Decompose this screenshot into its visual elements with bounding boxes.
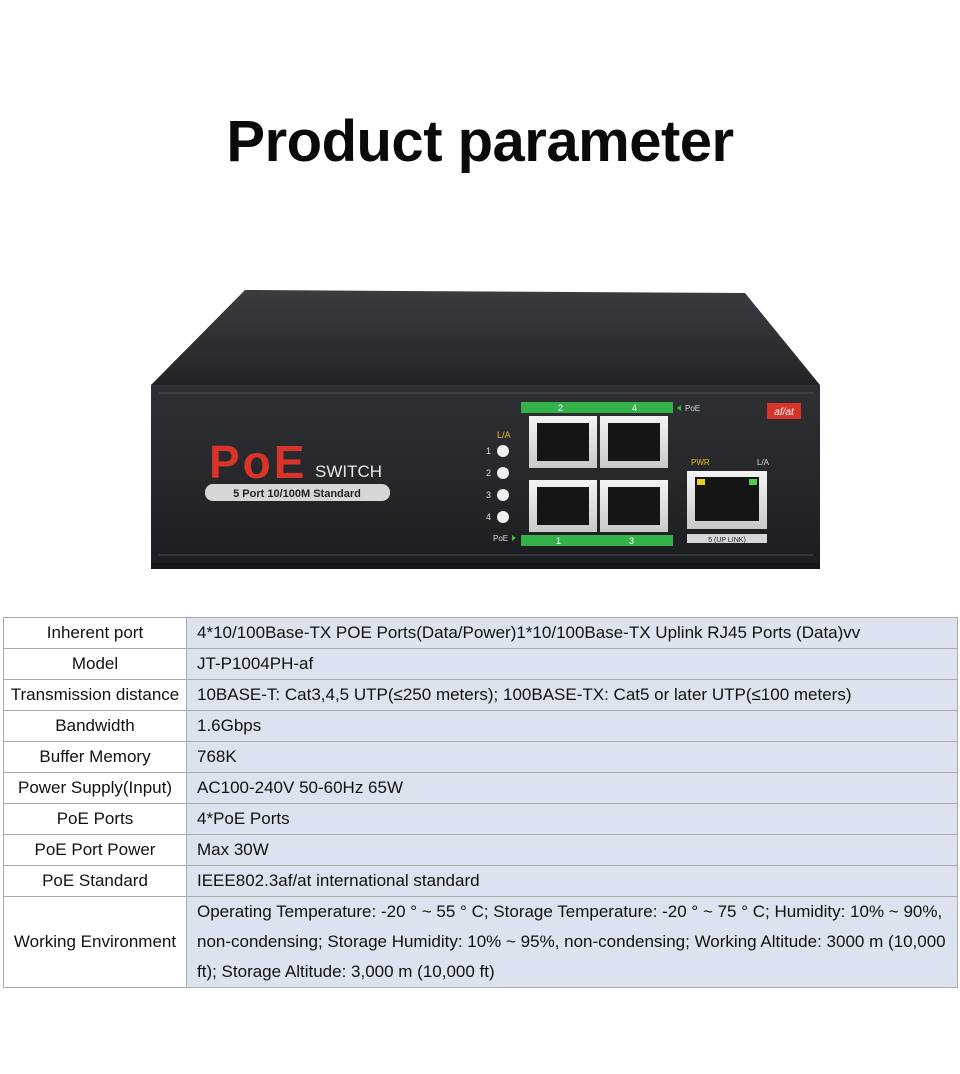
pwr-label: PWR bbox=[691, 458, 710, 467]
row-label: Inherent port bbox=[3, 617, 187, 649]
row-value: 4*PoE Ports bbox=[186, 803, 958, 835]
poe-logo: PoE bbox=[209, 436, 307, 488]
row-value: AC100-240V 50-60Hz 65W bbox=[186, 772, 958, 804]
table-row: PoE Port Power Max 30W bbox=[3, 834, 958, 866]
row-value: 1.6Gbps bbox=[186, 710, 958, 742]
table-row: Bandwidth 1.6Gbps bbox=[3, 710, 958, 742]
uplink-label: 5 (UP LINK) bbox=[708, 537, 746, 544]
table-row: PoE Ports 4*PoE Ports bbox=[3, 803, 958, 835]
rj45-ports bbox=[529, 416, 668, 532]
row-label: Bandwidth bbox=[3, 710, 187, 742]
uplink-port bbox=[687, 471, 767, 529]
table-row: Working Environment Operating Temperatur… bbox=[3, 896, 958, 988]
port-number: 1 bbox=[556, 536, 561, 546]
table-row: PoE Standard IEEE802.3af/at internationa… bbox=[3, 865, 958, 897]
row-label: PoE Standard bbox=[3, 865, 187, 897]
led-indicators: 1 2 3 4 bbox=[486, 445, 509, 523]
row-label: Buffer Memory bbox=[3, 741, 187, 773]
row-label: Model bbox=[3, 648, 187, 680]
port-number: 4 bbox=[632, 403, 637, 413]
row-value: 4*10/100Base-TX POE Ports(Data/Power)1*1… bbox=[186, 617, 958, 649]
poe-bottom-label: PoE bbox=[493, 534, 508, 543]
row-label: PoE Port Power bbox=[3, 834, 187, 866]
row-value: IEEE802.3af/at international standard bbox=[186, 865, 958, 897]
row-label: Power Supply(Input) bbox=[3, 772, 187, 804]
led-number: 1 bbox=[486, 446, 491, 456]
table-row: Model JT-P1004PH-af bbox=[3, 648, 958, 680]
port-number: 2 bbox=[558, 403, 563, 413]
uplink-la-label: L/A bbox=[757, 458, 770, 467]
row-value: 768K bbox=[186, 741, 958, 773]
led-number: 3 bbox=[486, 490, 491, 500]
port-number: 3 bbox=[629, 536, 634, 546]
row-value: Max 30W bbox=[186, 834, 958, 866]
poe-top-label: PoE bbox=[685, 404, 700, 413]
poe-switch-image: PoE SWITCH 5 Port 10/100M Standard af/at… bbox=[151, 290, 820, 569]
led-number: 2 bbox=[486, 468, 491, 478]
page-title: Product parameter bbox=[226, 109, 734, 174]
row-label: PoE Ports bbox=[3, 803, 187, 835]
device-subtitle: 5 Port 10/100M Standard bbox=[233, 488, 361, 500]
row-label: Working Environment bbox=[3, 896, 187, 988]
spec-table: Inherent port 4*10/100Base-TX POE Ports(… bbox=[3, 617, 958, 988]
table-row: Transmission distance 10BASE-T: Cat3,4,5… bbox=[3, 679, 958, 711]
row-value: Operating Temperature: -20 ° ~ 55 ° C; S… bbox=[186, 896, 958, 988]
la-label: L/A bbox=[497, 430, 511, 440]
row-label: Transmission distance bbox=[3, 679, 187, 711]
row-value: JT-P1004PH-af bbox=[186, 648, 958, 680]
table-row: Buffer Memory 768K bbox=[3, 741, 958, 773]
table-row: Power Supply(Input) AC100-240V 50-60Hz 6… bbox=[3, 772, 958, 804]
af-at-badge: af/at bbox=[774, 407, 795, 418]
row-value: 10BASE-T: Cat3,4,5 UTP(≤250 meters); 100… bbox=[186, 679, 958, 711]
switch-word: SWITCH bbox=[315, 462, 382, 481]
led-number: 4 bbox=[486, 512, 491, 522]
table-row: Inherent port 4*10/100Base-TX POE Ports(… bbox=[3, 617, 958, 649]
device-top-surface bbox=[151, 290, 820, 385]
